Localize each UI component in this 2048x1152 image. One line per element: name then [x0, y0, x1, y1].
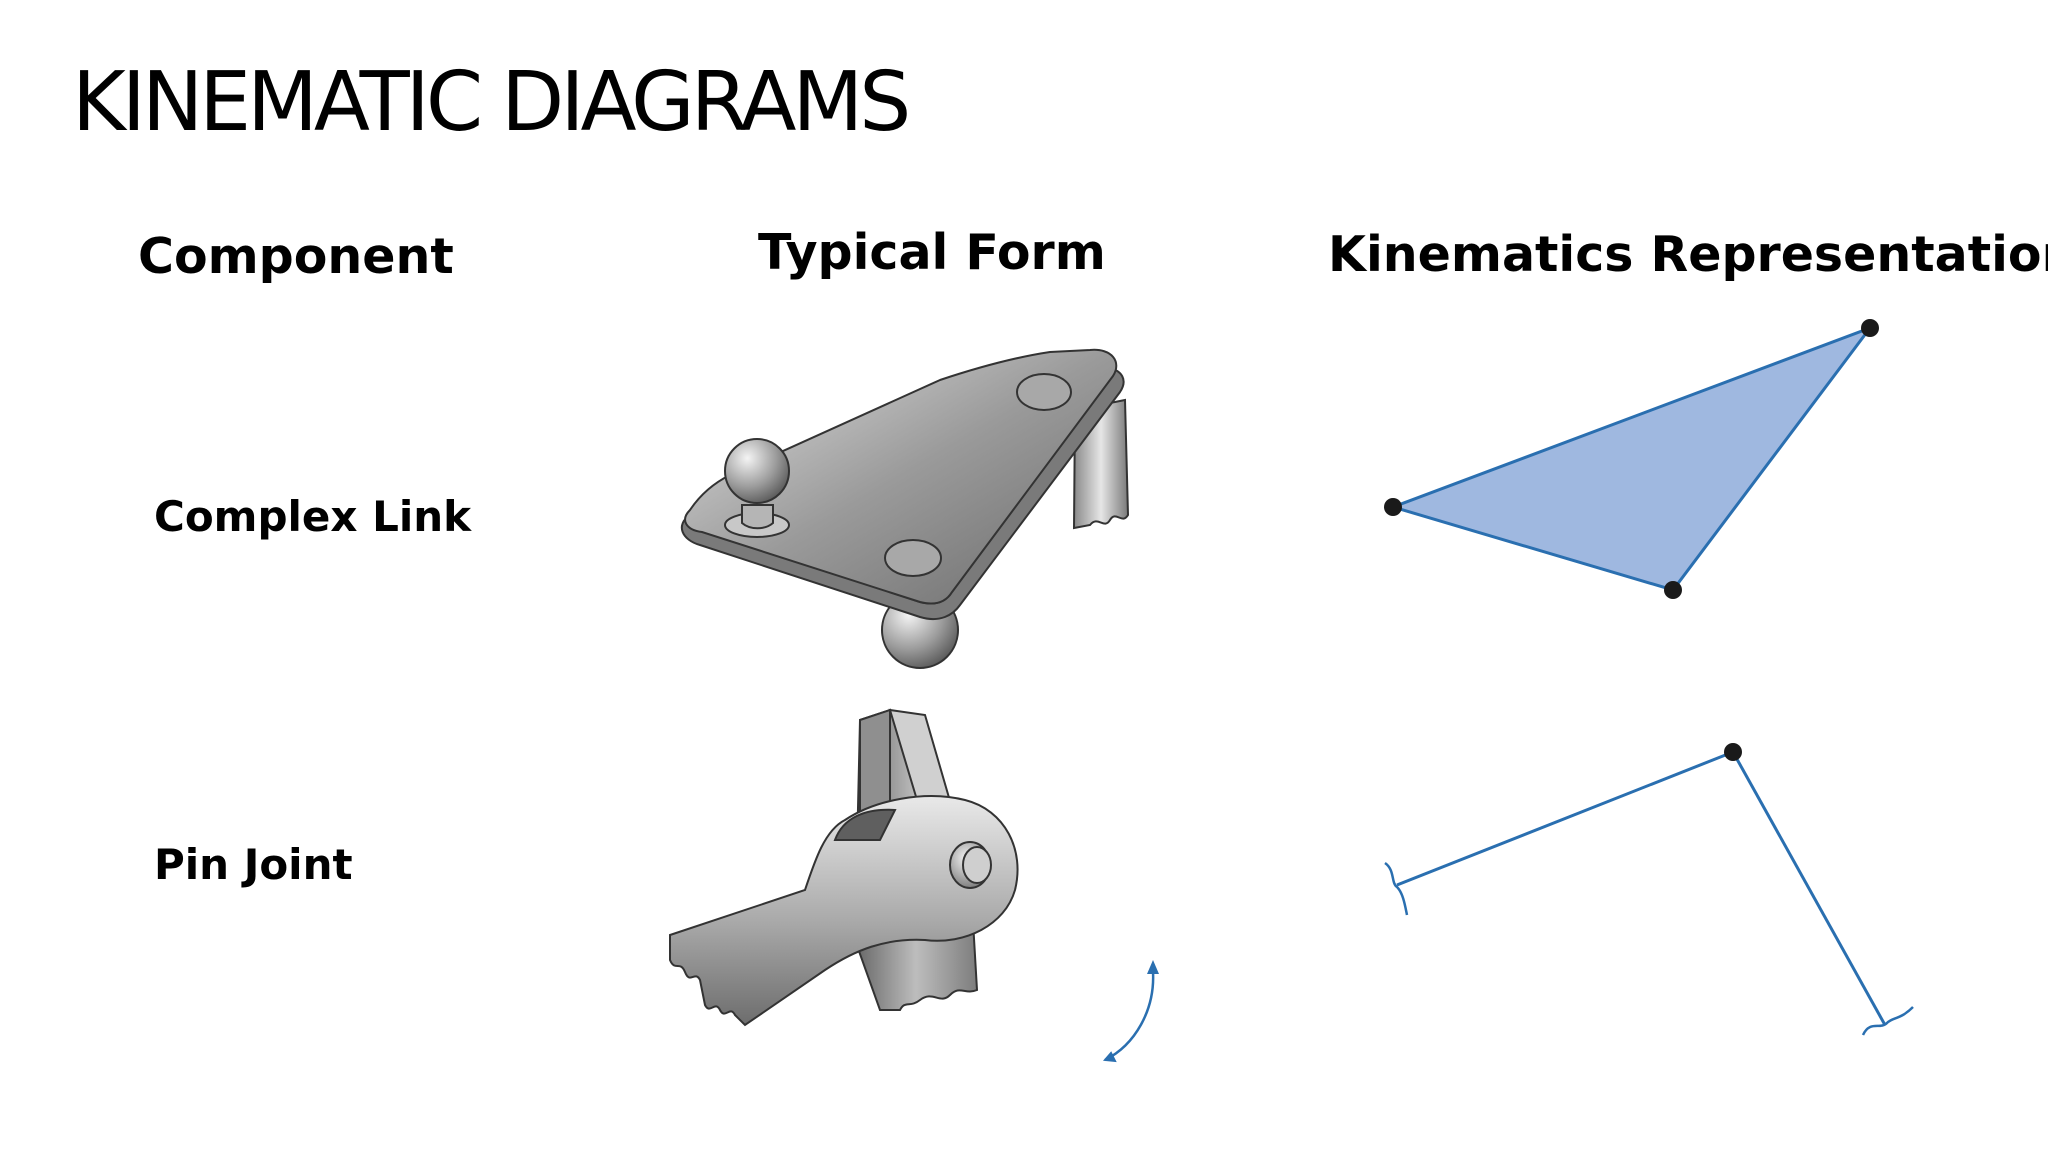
joint-dot — [1664, 581, 1682, 599]
slide-title: KINEMATIC DIAGRAMS — [72, 55, 911, 150]
pin-joint-illustration — [669, 708, 1159, 1063]
complex-link-illustration — [680, 348, 1130, 669]
row-label-complex-link: Complex Link — [154, 492, 472, 541]
break-mark — [1861, 1006, 1914, 1036]
kinematic-triangle-link — [1384, 319, 1879, 599]
column-header-component: Component — [138, 228, 454, 285]
kinematic-pin-joint — [1384, 743, 1914, 1036]
row-label-pin-joint: Pin Joint — [154, 840, 353, 889]
break-mark — [1384, 861, 1409, 916]
column-header-kinematics: Kinematics Representation — [1328, 226, 2048, 283]
triangle-link — [1388, 324, 1875, 592]
joint-dot — [1724, 743, 1742, 761]
joint-dot — [1384, 498, 1402, 516]
link-line — [1731, 751, 1887, 1026]
column-header-typical-form: Typical Form — [758, 224, 1106, 281]
joint-dot — [1861, 319, 1879, 337]
link-line — [1396, 750, 1734, 887]
